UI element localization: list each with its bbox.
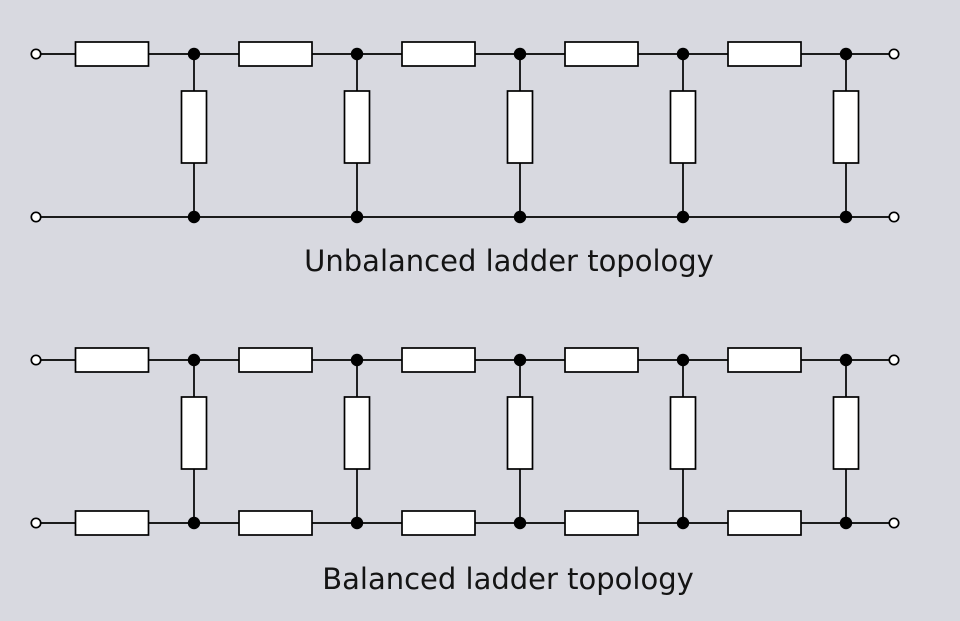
- unbalanced-ladder: [30, 41, 900, 224]
- shunt-resistor: [506, 90, 534, 164]
- shunt-resistor: [180, 90, 208, 164]
- junction-dot: [513, 47, 527, 61]
- unbalanced-ladder-caption: Unbalanced ladder topology: [304, 244, 714, 278]
- balanced-ladder: [30, 347, 900, 536]
- series-resistor-bottom: [564, 510, 639, 536]
- junction-dot: [676, 353, 690, 367]
- series-resistor-bottom: [74, 510, 150, 536]
- junction-dot: [187, 210, 201, 224]
- shunt-resistor: [669, 396, 697, 470]
- series-resistor-top: [401, 347, 476, 373]
- series-resistor-bottom: [727, 510, 802, 536]
- balanced-ladder-caption: Balanced ladder topology: [322, 562, 694, 596]
- shunt-resistor: [506, 396, 534, 470]
- shunt-resistor: [343, 396, 371, 470]
- series-resistor-top: [401, 41, 476, 67]
- terminal-port: [30, 211, 42, 223]
- shunt-resistor: [343, 90, 371, 164]
- series-resistor-bottom: [401, 510, 476, 536]
- series-resistor-top: [74, 347, 150, 373]
- series-resistor-top: [564, 41, 639, 67]
- junction-dot: [676, 516, 690, 530]
- junction-dot: [513, 353, 527, 367]
- junction-dot: [839, 47, 853, 61]
- shunt-resistor: [669, 90, 697, 164]
- junction-dot: [839, 210, 853, 224]
- series-resistor-top: [727, 347, 802, 373]
- terminal-port: [30, 517, 42, 529]
- terminal-port: [888, 48, 900, 60]
- junction-dot: [187, 353, 201, 367]
- junction-dot: [350, 210, 364, 224]
- junction-dot: [676, 210, 690, 224]
- series-resistor-top: [564, 347, 639, 373]
- junction-dot: [513, 516, 527, 530]
- series-resistor-top: [727, 41, 802, 67]
- shunt-resistor: [180, 396, 208, 470]
- junction-dot: [513, 210, 527, 224]
- series-resistor-top: [238, 41, 313, 67]
- junction-dot: [187, 47, 201, 61]
- junction-dot: [839, 516, 853, 530]
- junction-dot: [676, 47, 690, 61]
- terminal-port: [888, 354, 900, 366]
- junction-dot: [350, 47, 364, 61]
- series-resistor-bottom: [238, 510, 313, 536]
- shunt-resistor: [832, 90, 860, 164]
- junction-dot: [350, 353, 364, 367]
- terminal-port: [888, 211, 900, 223]
- terminal-port: [30, 48, 42, 60]
- shunt-resistor: [832, 396, 860, 470]
- junction-dot: [187, 516, 201, 530]
- series-resistor-top: [238, 347, 313, 373]
- terminal-port: [30, 354, 42, 366]
- junction-dot: [350, 516, 364, 530]
- terminal-port: [888, 517, 900, 529]
- series-resistor-top: [74, 41, 150, 67]
- junction-dot: [839, 353, 853, 367]
